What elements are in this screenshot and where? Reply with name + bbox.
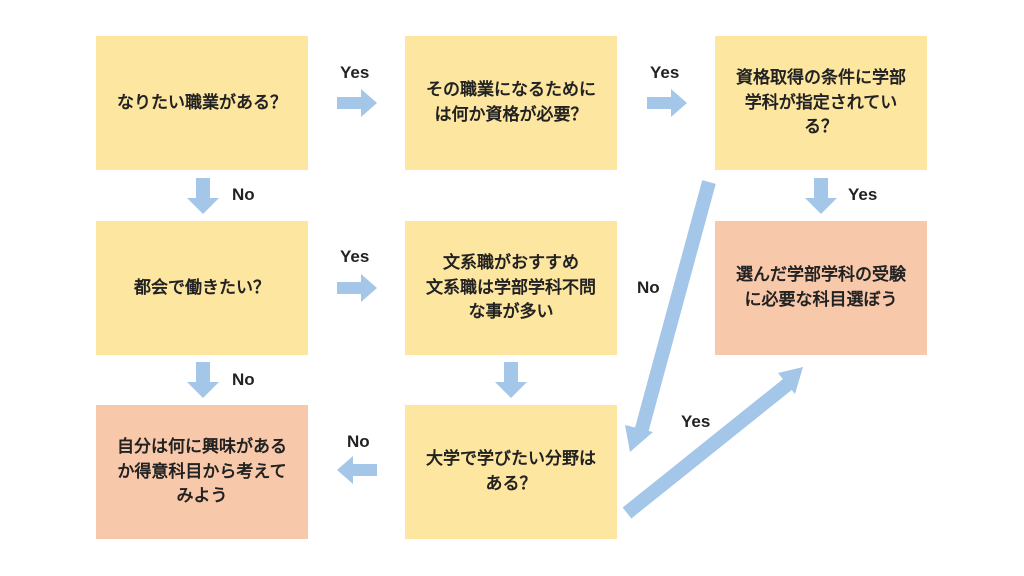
arrow-q1-to-q2 <box>337 89 377 117</box>
label-no-q5-self: No <box>347 432 370 451</box>
arrow-q1-to-q4 <box>187 178 219 214</box>
arrow-q4-to-self <box>187 362 219 398</box>
label-no-q4-self: No <box>232 370 255 389</box>
arrow-q5-to-self <box>337 456 377 484</box>
node-has-career: なりたい職業がある？ <box>96 36 308 170</box>
node-work-in-city: 都会で働きたい？ <box>96 221 308 355</box>
label-yes-q4-bunkei: Yes <box>340 247 370 266</box>
label-no-q1-q4: No <box>232 185 255 204</box>
arrow-bunkei-to-q5 <box>495 362 527 398</box>
node-department-specified: 資格取得の条件に学部 学科が指定されてい る？ <box>715 36 927 170</box>
label-yes-q5-select: Yes <box>681 412 711 431</box>
node-field-to-study: 大学で学びたい分野は ある？ <box>405 405 617 539</box>
arrow-q5-to-select-head <box>778 367 803 394</box>
label-yes-q1-q2: Yes <box>340 63 370 82</box>
label-yes-q3-select: Yes <box>848 185 878 204</box>
node-humanities-recommended: 文系職がおすすめ 文系職は学部学科不問 な事が多い <box>405 221 617 355</box>
label-yes-q2-q3: Yes <box>650 63 680 82</box>
node-need-qualification: その職業になるために は何か資格が必要？ <box>405 36 617 170</box>
node-think-interests: 自分は何に興味がある か得意科目から考えて みよう <box>96 405 308 539</box>
arrow-q4-to-bunkei <box>337 274 377 302</box>
arrow-q3-to-q5-head <box>625 425 653 452</box>
label-no-q3-q5: No <box>637 278 660 297</box>
node-select-subjects: 選んだ学部学科の受験 に必要な科目選ぼう <box>715 221 927 355</box>
arrow-q3-to-select <box>805 178 837 214</box>
arrow-q2-to-q3 <box>647 89 687 117</box>
